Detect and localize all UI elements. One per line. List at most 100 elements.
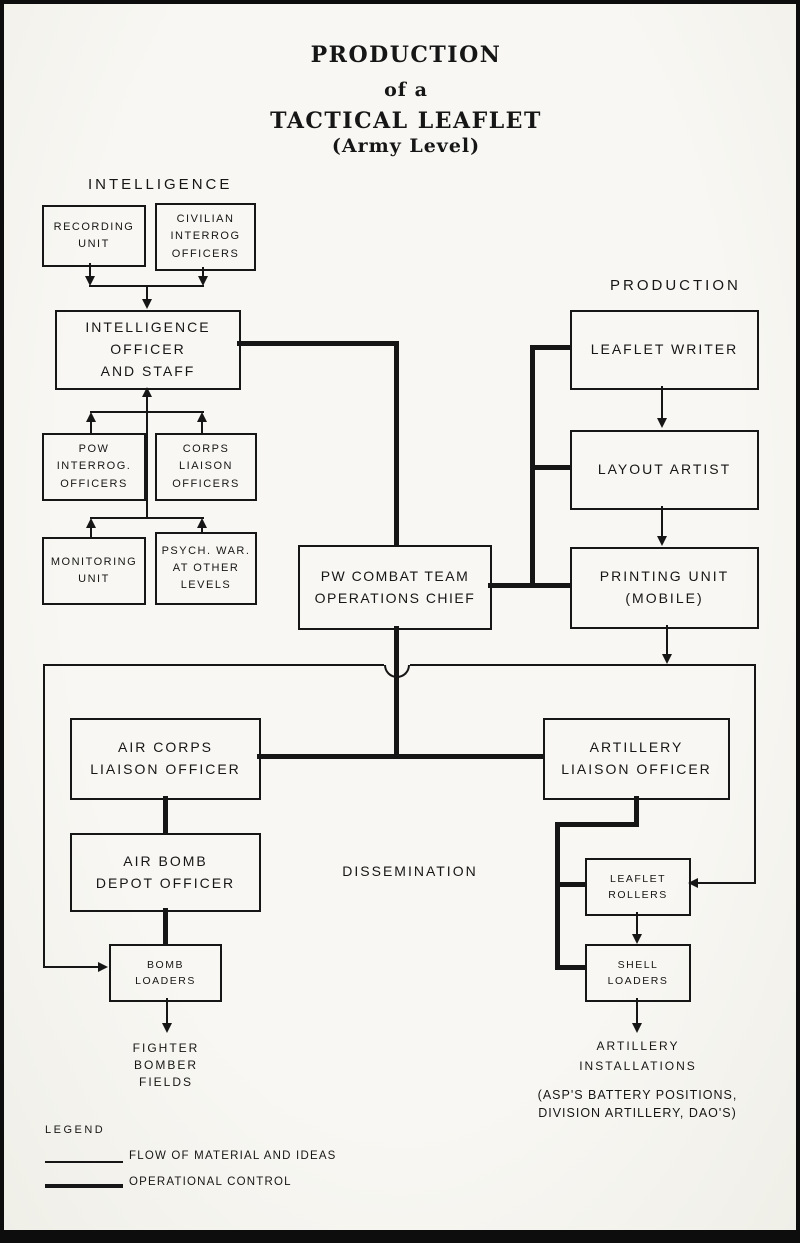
arrow-into-printing-unit [657, 536, 667, 546]
box-psych-war-label: PSYCH. WAR. AT OTHER LEVELS [161, 544, 251, 592]
box-air-corps-liaison-label: AIR CORPS LIAISON OFFICER [90, 739, 241, 777]
box-leaflet-writer: LEAFLET WRITER [570, 310, 759, 390]
box-shell-loaders: SHELL LOADERS [585, 944, 691, 1002]
legend-thick-line-label: OPERATIONAL CONTROL [129, 1176, 292, 1188]
legend-thin-line-label: FLOW OF MATERIAL AND IDEAS [129, 1150, 337, 1162]
arrow-into-layout-artist [657, 418, 667, 428]
arrow-recording-to-collector [85, 276, 95, 286]
line-psych-war-up [201, 527, 203, 533]
arrow-into-distribution-line [662, 654, 672, 664]
box-shell-loaders-label: SHELL LOADERS [607, 958, 669, 987]
title-line-3: TACTICAL LEAFLET [270, 108, 542, 134]
box-recording-unit: RECORDING UNIT [42, 205, 146, 267]
line-distribution-top-right [410, 664, 756, 666]
legend-thin-line-sample [45, 1161, 123, 1163]
box-corps-liaison-label: CORPS LIAISON OFFICERS [172, 443, 240, 490]
box-psych-war-other-levels: PSYCH. WAR. AT OTHER LEVELS [155, 532, 257, 605]
box-civilian-interrog-officers: CIVILIAN INTERROG OFFICERS [155, 203, 256, 271]
line-rollers-to-shell-loaders [636, 912, 638, 934]
control-pw-to-printing-unit [488, 583, 570, 588]
line-shell-loaders-down [636, 998, 638, 1023]
label-artillery-installations: ARTILLERY INSTALLATIONS [579, 1039, 697, 1073]
title-line-1: PRODUCTION [310, 42, 502, 68]
line-top-collector [89, 285, 204, 287]
line-collector-to-intel-officer [146, 287, 148, 300]
box-air-corps-liaison-officer: AIR CORPS LIAISON OFFICER [70, 718, 261, 800]
box-recording-unit-label: RECORDING UNIT [53, 220, 135, 250]
box-corps-liaison-officers: CORPS LIAISON OFFICERS [155, 433, 257, 501]
line-distribution-left-down [43, 664, 45, 968]
line-into-bomb-loaders [43, 966, 99, 968]
box-pw-combat-team-label: PW COMBAT TEAM OPERATIONS CHIEF [314, 567, 476, 606]
control-stub-layout-artist [530, 465, 570, 470]
control-intel-officer-right [237, 341, 399, 346]
line-recording-down [89, 263, 91, 277]
heading-intelligence: INTELLIGENCE [88, 176, 233, 193]
box-civilian-interrog-label: CIVILIAN INTERROG OFFICERS [170, 213, 241, 260]
line-corps-up [201, 421, 203, 433]
control-stub-leaflet-writer [530, 345, 570, 350]
control-artillery-elbow [555, 822, 639, 827]
arrow-civilian-to-collector [198, 276, 208, 286]
box-bomb-loaders-label: BOMB LOADERS [135, 958, 196, 987]
line-bomb-loaders-down [166, 998, 168, 1023]
box-intelligence-officer-and-staff: INTELLIGENCE OFFICER AND STAFF [55, 310, 241, 390]
box-printing-unit-label: PRINTING UNIT (MOBILE) [599, 568, 730, 606]
label-artillery-note: (ASP'S BATTERY POSITIONS, DIVISION ARTIL… [537, 1088, 738, 1120]
heading-production: PRODUCTION [610, 277, 741, 294]
control-liaison-crossbar [257, 754, 543, 759]
title-line-4: (Army Level) [331, 135, 481, 157]
line-civilian-down [202, 267, 204, 277]
line-lower-collector [90, 517, 204, 519]
control-pw-combat-down [394, 626, 399, 759]
arrow-psych-war-to-collector [197, 518, 207, 528]
line-mid-collector-down [146, 413, 148, 518]
arrow-to-artillery-installations [632, 1023, 642, 1033]
diagram-title: PRODUCTION of a TACTICAL LEAFLET (Army L… [246, 42, 566, 157]
line-pow-up [90, 421, 92, 433]
control-aircorps-to-airbomb [163, 796, 168, 833]
box-leaflet-rollers-label: LEAFLET ROLLERS [608, 872, 668, 901]
control-down-to-pw-combat [394, 341, 399, 545]
box-artillery-liaison-label: ARTILLERY LIAISON OFFICER [561, 739, 712, 777]
control-artillery-down [634, 796, 639, 827]
control-artillery-spine [555, 822, 560, 970]
arrow-into-intel-officer-bottom [142, 387, 152, 397]
arrow-corps-to-collector [197, 412, 207, 422]
box-layout-artist: LAYOUT ARTIST [570, 430, 759, 510]
box-monitoring-unit: MONITORING UNIT [42, 537, 146, 605]
box-leaflet-rollers: LEAFLET ROLLERS [585, 858, 691, 916]
line-into-leaflet-rollers [697, 882, 756, 884]
legend-heading: LEGEND [45, 1124, 106, 1136]
box-air-bomb-depot-label: AIR BOMB DEPOT OFFICER [95, 852, 236, 891]
control-airbomb-to-bombloaders [163, 908, 168, 944]
box-pow-interrog-label: POW INTERROG. OFFICERS [56, 443, 132, 490]
line-midcollector-up [146, 396, 148, 412]
line-distribution-top-left [44, 664, 384, 666]
line-monitoring-up [90, 527, 92, 537]
box-air-bomb-depot-officer: AIR BOMB DEPOT OFFICER [70, 833, 261, 912]
title-line-2: of a [384, 79, 428, 101]
line-writer-to-artist [661, 386, 663, 418]
control-stub-shell-loaders [560, 965, 585, 970]
box-pw-combat-team-operations-chief: PW COMBAT TEAM OPERATIONS CHIEF [298, 545, 492, 630]
arrow-monitoring-to-collector [86, 518, 96, 528]
box-bomb-loaders: BOMB LOADERS [109, 944, 222, 1002]
line-artist-to-printing [661, 506, 663, 536]
box-pow-interrog-officers: POW INTERROG. OFFICERS [42, 433, 146, 501]
box-layout-artist-label: LAYOUT ARTIST [597, 461, 732, 478]
arrow-to-fighter-bomber-fields [162, 1023, 172, 1033]
heading-dissemination: DISSEMINATION [342, 863, 478, 879]
arrow-into-leaflet-rollers [688, 878, 698, 888]
box-artillery-liaison-officer: ARTILLERY LIAISON OFFICER [543, 718, 730, 800]
arrow-into-intel-officer-top [142, 299, 152, 309]
legend-thick-line-sample [45, 1184, 123, 1188]
line-mid-collector [90, 411, 204, 413]
label-fighter-bomber-fields: FIGHTER BOMBER FIELDS [132, 1041, 200, 1089]
box-intelligence-officer-label: INTELLIGENCE OFFICER AND STAFF [85, 319, 211, 379]
box-monitoring-unit-label: MONITORING UNIT [50, 555, 138, 585]
line-printing-to-distribution [666, 625, 668, 654]
arrow-pow-to-collector [86, 412, 96, 422]
arrow-into-shell-loaders [632, 934, 642, 944]
